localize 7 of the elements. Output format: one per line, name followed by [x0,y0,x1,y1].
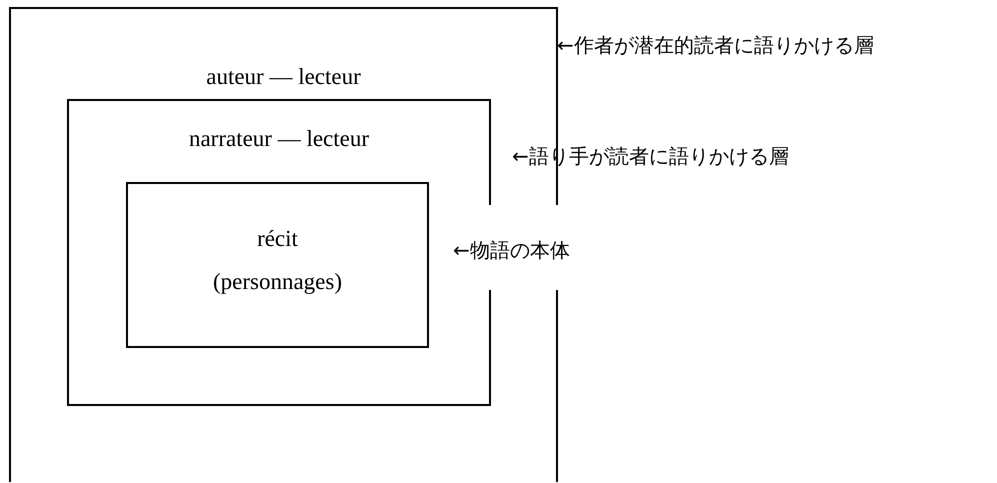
annotation-text: ←作者が潜在的読者に語りかける層 [557,32,874,59]
layer-box [68,100,490,405]
layer-box [127,183,428,347]
annotation-text: ←物語の本体 [453,237,570,264]
box-title: auteur — lecteur [205,64,362,90]
box-title: récit (personnages) [212,225,343,296]
box-title: narrateur — lecteur [188,126,370,152]
